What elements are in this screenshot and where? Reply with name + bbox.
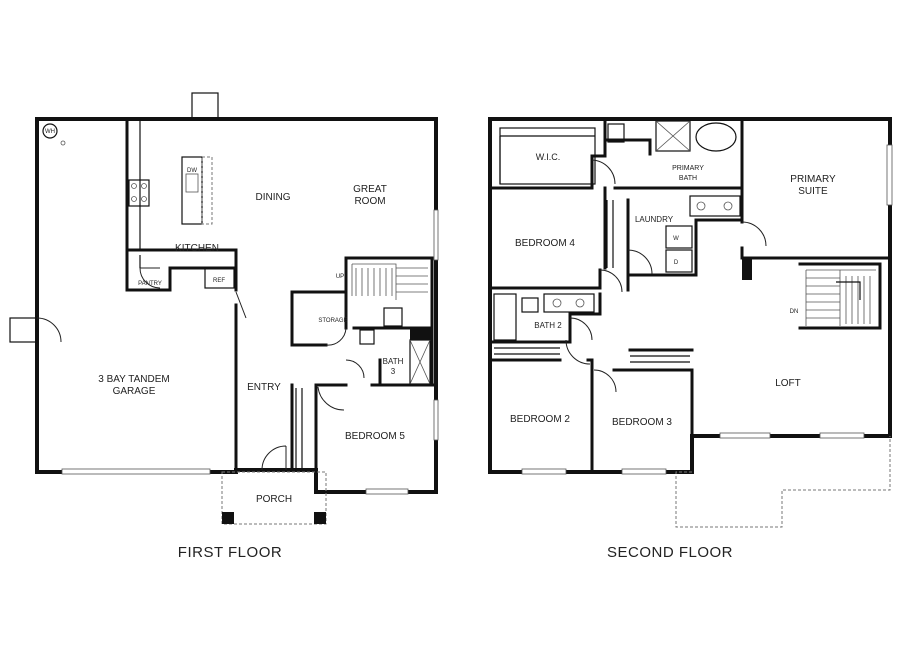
second-floor-stairs [805, 269, 876, 326]
first-floor-plan: DINING GREAT ROOM KITCHEN PANTRY REF DW … [9, 92, 439, 561]
wic-door [591, 159, 616, 185]
second-floor-plan: W.I.C. PRIMARY BATH PRIMARY SUITE BEDROO… [488, 117, 893, 561]
cooktop [128, 179, 150, 207]
primary-suite-label-line1: PRIMARY [790, 174, 836, 185]
chimney-bump [191, 92, 219, 119]
loft-label: LOFT [775, 378, 801, 389]
dryer [665, 249, 693, 273]
garage-label-line2: GARAGE [113, 386, 156, 397]
bedroom2-label: BEDROOM 2 [510, 414, 570, 425]
bedroom3-door [593, 369, 617, 393]
first-floor-stairs [351, 263, 428, 300]
garage-side-door-swing [36, 317, 62, 343]
bath2-label: BATH 2 [534, 321, 562, 330]
dishwasher-label: DW [187, 168, 197, 174]
water-heater [42, 123, 58, 139]
primary-tub [695, 122, 737, 152]
kitchen-sink [185, 173, 199, 193]
bedroom4-closet [606, 200, 614, 268]
dryer-label: D [674, 260, 679, 266]
bedroom2-door [565, 339, 591, 365]
bedroom5-label: BEDROOM 5 [345, 431, 405, 442]
great-room-label-line1: GREAT [353, 184, 387, 195]
bath3-door [345, 359, 365, 379]
washer [665, 225, 693, 249]
toilet-primary-bath [607, 123, 625, 143]
toilet-bath2 [521, 297, 539, 313]
primary-bath-label-line2: BATH [679, 175, 697, 182]
wic-label: W.I.C. [536, 152, 561, 162]
primary-suite-door [741, 221, 767, 247]
garage-door-opening [61, 468, 211, 475]
stairs-up-label: UP [336, 274, 344, 280]
first-floor-title: FIRST FLOOR [178, 544, 282, 561]
toilet-bath3 [359, 329, 375, 345]
primary-suite-label-line2: SUITE [798, 186, 828, 197]
bedroom3-closet [630, 355, 690, 363]
bedroom5-closet [295, 388, 303, 470]
bath3-label-line2: 3 [391, 367, 396, 376]
pantry-label: PANTRY [138, 281, 162, 287]
laundry-door [627, 249, 653, 275]
bedroom4-door [599, 269, 623, 293]
entry-label: ENTRY [247, 382, 281, 393]
stairs-down-label: DN [790, 309, 799, 315]
storage-label: STORAGE [318, 318, 347, 324]
garage-side-landing [9, 317, 38, 343]
laundry-label: LAUNDRY [635, 215, 674, 224]
tub-bath2 [493, 293, 517, 341]
garage-entry-door [235, 291, 247, 319]
dining-label: DINING [256, 192, 291, 203]
kitchen-label: KITCHEN [175, 243, 219, 254]
roof-outline [675, 436, 891, 528]
second-floor-title: SECOND FLOOR [607, 544, 733, 561]
refrigerator [204, 267, 235, 289]
great-room-label-line2: ROOM [354, 196, 385, 207]
bath3-label-line1: BATH [383, 357, 404, 366]
primary-shower [655, 120, 691, 152]
garage-house-wall [125, 117, 238, 292]
bath2-door [569, 317, 593, 341]
ref-label: REF [213, 278, 225, 284]
bedroom3-label: BEDROOM 3 [612, 417, 672, 428]
primary-bath-label-line1: PRIMARY [672, 165, 704, 172]
pantry-door [139, 267, 161, 289]
vanity-bath3 [383, 307, 403, 327]
garage-label-line1: 3 BAY TANDEM [98, 374, 170, 385]
bedroom5-door [317, 386, 345, 411]
bedroom4-label: BEDROOM 4 [515, 238, 575, 249]
water-heater-label: WH [45, 129, 55, 135]
front-door [261, 445, 287, 471]
vanity-bath2 [543, 293, 595, 313]
porch-area [221, 471, 327, 525]
storage-door [325, 327, 347, 346]
washer-label: W [673, 236, 679, 242]
primary-vanity [689, 195, 741, 217]
porch-label: PORCH [256, 494, 292, 505]
bedroom2-closet [494, 347, 560, 355]
